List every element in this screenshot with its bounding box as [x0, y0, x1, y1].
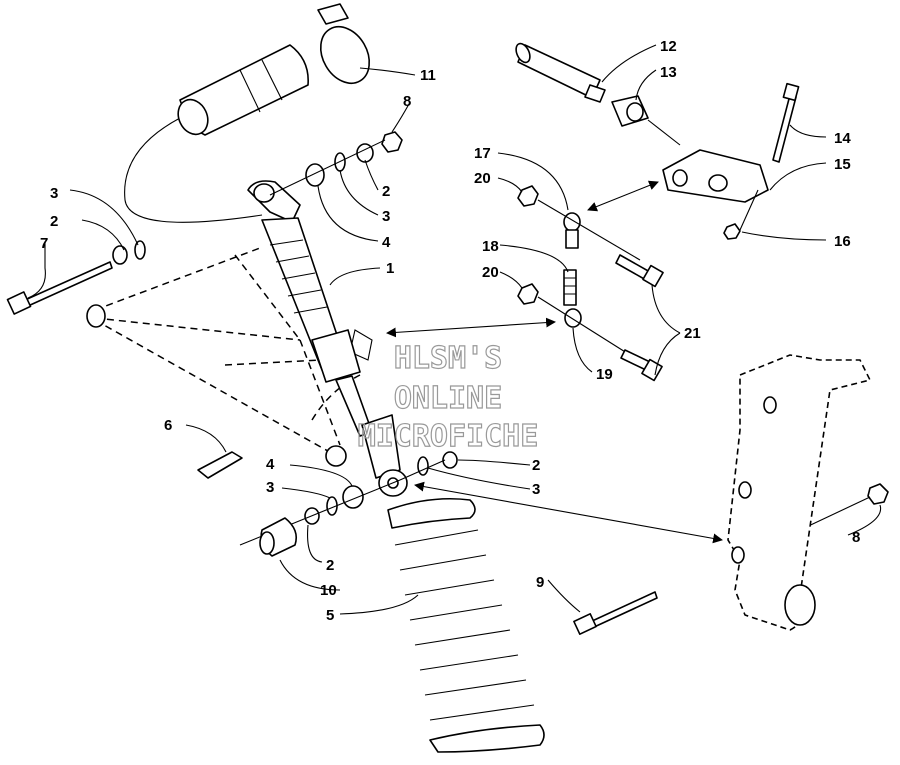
callout-3-left: 3: [50, 185, 58, 202]
callout-8-lower: 8: [852, 529, 860, 546]
bolt-14: [772, 94, 797, 163]
callout-8-upper: 8: [403, 93, 411, 110]
callout-7: 7: [40, 235, 48, 252]
callout-2-upper: 2: [382, 183, 390, 200]
callout-1: 1: [386, 260, 394, 277]
bushing-4-lower: [342, 485, 364, 509]
svg-text:HLSM'S: HLSM'S: [394, 341, 502, 376]
hardware: [6, 131, 889, 635]
nut-8-upper: [381, 131, 403, 153]
leader-lines: [27, 44, 882, 615]
watermark: HLSM'S ONLINE MICROFICHE: [357, 340, 539, 454]
washer-2-lower-right: [442, 451, 458, 469]
callout-5: 5: [326, 607, 334, 624]
rod-end-17: [563, 212, 581, 232]
snap-ring-3-left: [134, 240, 146, 260]
callout-19: 19: [596, 366, 613, 383]
callout-2-left: 2: [50, 213, 58, 230]
coil-spring: [387, 497, 545, 753]
spindle: [727, 354, 871, 631]
threaded-rod-18: [563, 269, 577, 306]
callout-4-lower: 4: [266, 456, 275, 473]
clip-6: [197, 451, 243, 479]
callout-18: 18: [482, 238, 499, 255]
callout-3-lower-right: 3: [532, 481, 540, 498]
callout-21: 21: [684, 325, 701, 342]
shock-collar: [311, 329, 361, 383]
shock-lower-body: [361, 414, 401, 479]
callout-10: 10: [320, 582, 337, 599]
nut-20-lower: [517, 283, 539, 305]
callout-3-lower-left: 3: [266, 479, 274, 496]
callout-2-lower-left: 2: [326, 557, 334, 574]
bolt-7: [24, 261, 113, 307]
bushing-4-upper: [305, 163, 325, 187]
washer-2-left: [112, 245, 128, 265]
reservoir-clamp: [319, 25, 371, 85]
snap-ring-3-lower-right: [417, 456, 429, 476]
svg-text:ONLINE: ONLINE: [394, 381, 502, 416]
arrow-shock-to-spindle: [414, 481, 723, 544]
steering-linkage: [515, 42, 800, 382]
callout-20-lower: 20: [482, 264, 499, 281]
shock-absorber: [247, 180, 408, 497]
nut-8-lower: [867, 483, 889, 505]
connection-arrows: [386, 180, 723, 544]
callout-20-upper: 20: [474, 170, 491, 187]
reservoir-hose: [124, 117, 263, 223]
callout-labels: 1 2 2 2 2 3 3 3 3 4 4 5 6 7 8 8 9 10 11 …: [40, 38, 860, 624]
callout-4-upper: 4: [382, 234, 391, 251]
a-arm-lower-pivot: [325, 445, 347, 467]
shock-reservoir: [124, 3, 371, 223]
svg-text:MICROFICHE: MICROFICHE: [358, 419, 539, 454]
rod-end-19: [564, 308, 582, 328]
callout-16: 16: [834, 233, 851, 250]
nut-20-upper: [517, 185, 539, 207]
nut-16: [723, 223, 741, 240]
callout-11: 11: [420, 67, 436, 84]
a-arm-pivot-bushing: [86, 304, 106, 328]
spindle-body: [727, 354, 871, 631]
callout-17: 17: [474, 145, 491, 162]
arrow-rod-to-arm: [587, 180, 659, 212]
callout-13: 13: [660, 64, 677, 81]
callout-12: 12: [660, 38, 677, 55]
callout-2-lower-right: 2: [532, 457, 540, 474]
arrow-rod-to-bracket: [386, 317, 556, 338]
bolt-9: [589, 591, 658, 629]
callout-15: 15: [834, 156, 851, 173]
callout-9: 9: [536, 574, 544, 591]
callout-3-upper: 3: [382, 208, 390, 225]
callout-14: 14: [834, 130, 851, 147]
callout-6: 6: [164, 417, 172, 434]
